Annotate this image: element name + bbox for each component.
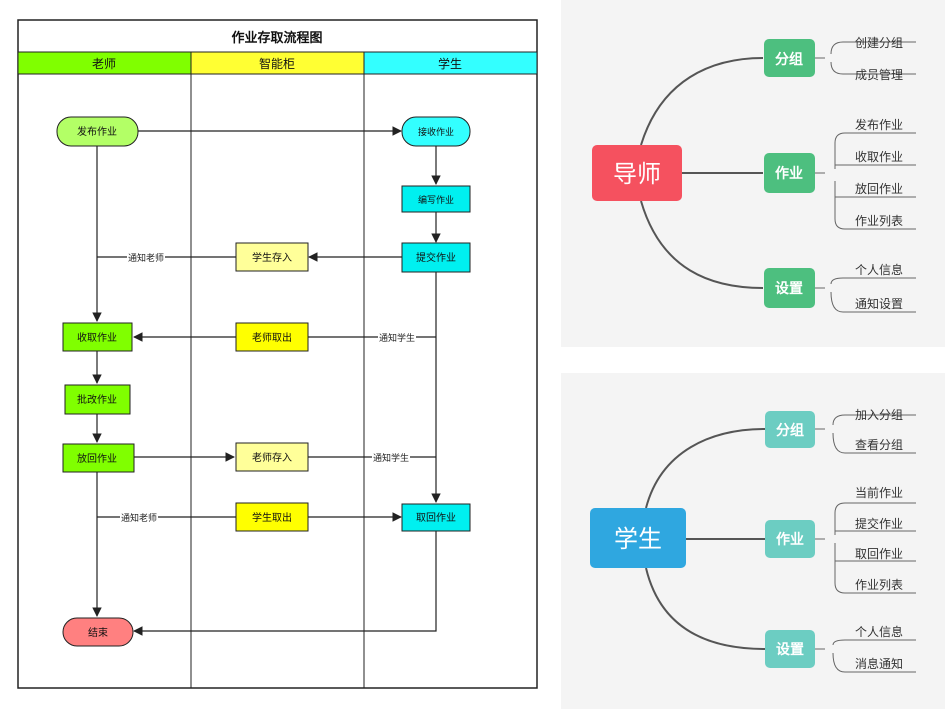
bracket: [830, 41, 916, 55]
edge-label-notify-student: 通知学生: [379, 332, 415, 344]
node-return-homework: [62, 443, 135, 473]
node-submit-homework: [401, 242, 471, 273]
node-label: 老师存入: [252, 451, 292, 464]
homework-flowchart: 作业存取流程图 老师 智能柜 学生 通知老师 通知学生 通知学生 通知老师 发布: [17, 19, 538, 689]
node-label: 接收作业: [418, 126, 454, 138]
branch-homework: [764, 153, 815, 193]
edge-label-notify-student: 通知学生: [373, 452, 409, 464]
connector: [640, 57, 764, 146]
node-fetch-homework: [401, 503, 471, 532]
leaf-label: 成员管理: [855, 67, 903, 82]
node-label: 放回作业: [77, 452, 117, 465]
bracket: [832, 639, 916, 646]
student-mindmap: 学生 分组 作业 设置 加入分组 查看分组 当前作业 提交作业 取回作业 作业列…: [561, 373, 945, 709]
leaf-label: 当前作业: [855, 485, 903, 500]
leaf-label: 作业列表: [855, 578, 903, 592]
leaf-label: 通知设置: [855, 297, 903, 311]
node-student-store: [235, 242, 309, 272]
teacher-mindmap: 导师 分组 作业 设置 创建分组 成员管理 发布作业 收取作业 放回作业 作业列…: [561, 0, 945, 347]
leaf-label: 提交作业: [855, 516, 903, 531]
lane-header-student: [363, 51, 538, 75]
branch-settings: [765, 630, 815, 668]
branch-homework: [765, 520, 815, 558]
bracket: [834, 543, 916, 594]
node-grade-homework: [64, 384, 131, 415]
bracket: [834, 181, 916, 230]
node-label: 提交作业: [416, 251, 456, 264]
leaf-label: 创建分组: [855, 36, 903, 50]
bracket: [830, 291, 916, 313]
node-write-homework: [401, 185, 471, 213]
mindmap-root-teacher: [592, 145, 682, 201]
branch-settings: [764, 268, 815, 308]
node-label: 编写作业: [418, 194, 454, 206]
mindmap-root-label: 学生: [614, 525, 662, 553]
bracket: [834, 132, 916, 169]
branch-group: [765, 411, 815, 448]
leaf-label: 作业列表: [855, 214, 903, 228]
edge: [133, 531, 437, 636]
bracket: [830, 61, 916, 75]
node-receive-homework: [401, 116, 471, 147]
leaf-label: 加入分组: [855, 408, 903, 422]
node-label: 发布作业: [77, 125, 117, 138]
edge-label-notify-teacher: 通知老师: [121, 512, 157, 524]
lane-label-teacher: 老师: [92, 57, 116, 71]
node-end: [62, 617, 134, 647]
lane-label-locker: 智能柜: [259, 56, 295, 71]
leaf-label: 发布作业: [855, 117, 903, 132]
bracket: [834, 502, 916, 535]
connector: [645, 567, 766, 650]
leaf-label: 放回作业: [855, 181, 903, 196]
node-label: 学生存入: [252, 251, 292, 264]
edge-label-bg: [120, 510, 158, 524]
branch-label: 作业: [776, 531, 804, 548]
edge-label-bg: [372, 450, 410, 464]
node-label: 取回作业: [416, 512, 456, 524]
bracket: [830, 277, 916, 285]
node-label: 学生取出: [252, 511, 292, 524]
leaf-label: 个人信息: [855, 262, 903, 277]
connector: [645, 428, 766, 509]
leaf-label: 消息通知: [855, 656, 903, 671]
node-collect-homework: [62, 322, 133, 352]
branch-label: 设置: [776, 641, 804, 658]
node-label: 批改作业: [77, 393, 117, 406]
bracket: [832, 652, 916, 673]
edge-label-bg: [127, 250, 165, 264]
leaf-label: 查看分组: [855, 438, 903, 452]
leaf-label: 个人信息: [855, 624, 903, 639]
branch-group: [764, 39, 815, 77]
branch-label: 设置: [775, 280, 803, 297]
mindmap-root-label: 导师: [613, 160, 661, 188]
branch-label: 分组: [776, 422, 804, 439]
node-teacher-store: [235, 442, 309, 472]
flowchart-title: 作业存取流程图: [231, 30, 322, 46]
connector: [640, 200, 764, 289]
edge-label-notify-teacher: 通知老师: [128, 252, 164, 264]
leaf-label: 取回作业: [855, 547, 903, 561]
node-student-take: [235, 502, 309, 532]
bracket: [832, 414, 916, 426]
node-label: 结束: [88, 626, 108, 639]
branch-label: 分组: [775, 51, 803, 68]
lane-label-student: 学生: [438, 56, 462, 71]
node-label: 收取作业: [77, 331, 117, 344]
bracket: [832, 432, 916, 454]
edge-label-bg: [378, 330, 416, 344]
branch-label: 作业: [775, 165, 803, 182]
node-publish-homework: [56, 116, 139, 147]
mindmap-root-student: [590, 508, 686, 568]
bracket: [834, 530, 916, 535]
node-label: 老师取出: [252, 331, 292, 344]
node-teacher-take: [235, 322, 309, 352]
leaf-label: 收取作业: [855, 150, 903, 164]
